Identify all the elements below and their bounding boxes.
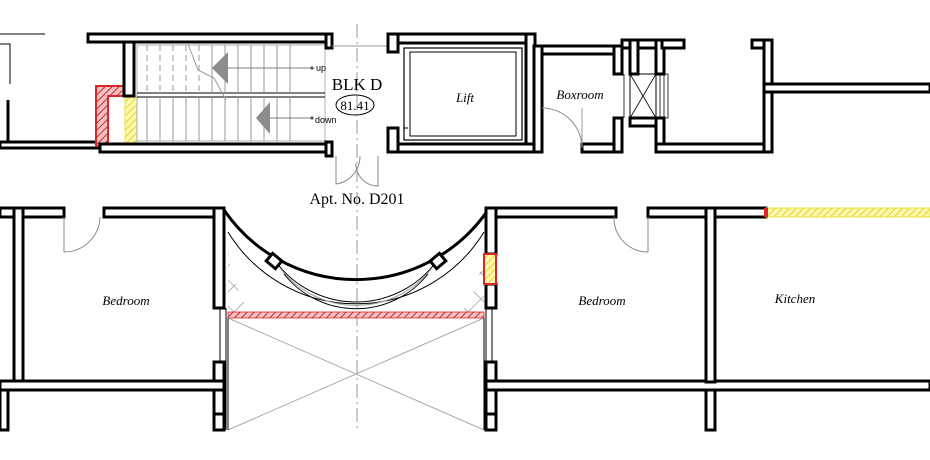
fire-wall-segment xyxy=(95,85,125,147)
service-duct xyxy=(620,38,666,128)
lift-label: Lift xyxy=(455,90,474,105)
apartment-walls: Bedroom xyxy=(0,206,930,432)
bedroom-left-door-swing xyxy=(63,216,101,253)
stair-arrow-up-icon xyxy=(212,52,228,84)
level-value: 81.41 xyxy=(340,98,369,113)
bedroom-right-door-swing xyxy=(613,216,649,253)
stair-arrow-down-icon xyxy=(256,102,270,134)
boxroom: Boxroom xyxy=(532,44,624,154)
bedroom-left-label: Bedroom xyxy=(102,293,149,308)
balcony-paving xyxy=(228,228,484,318)
block-label: BLK D xyxy=(332,75,383,94)
boxroom-label: Boxroom xyxy=(556,87,603,102)
apartment-label: Apt. No. D201 xyxy=(309,191,404,208)
upper-core: up down BLK D 81.41 Lift xyxy=(0,32,930,187)
kitchen-label: Kitchen xyxy=(774,291,815,306)
level-marker xyxy=(335,94,375,116)
fire-door-patch xyxy=(483,253,497,285)
yellow-hatch-strip xyxy=(124,95,138,145)
upper-left-bottom-wall xyxy=(0,140,102,150)
balcony-edge-hatch xyxy=(227,311,485,319)
lobby-door-swing xyxy=(335,155,361,185)
left-room-wall xyxy=(0,100,10,148)
lift-shaft: Lift xyxy=(386,32,537,154)
bedroom-right-label: Bedroom xyxy=(578,293,625,308)
kitchen-hatch-wall xyxy=(765,207,930,218)
stair-up-label: up xyxy=(316,63,326,73)
stair-down-label: down xyxy=(315,115,337,125)
upper-right-room xyxy=(654,38,930,154)
staircase: up down xyxy=(136,43,337,142)
